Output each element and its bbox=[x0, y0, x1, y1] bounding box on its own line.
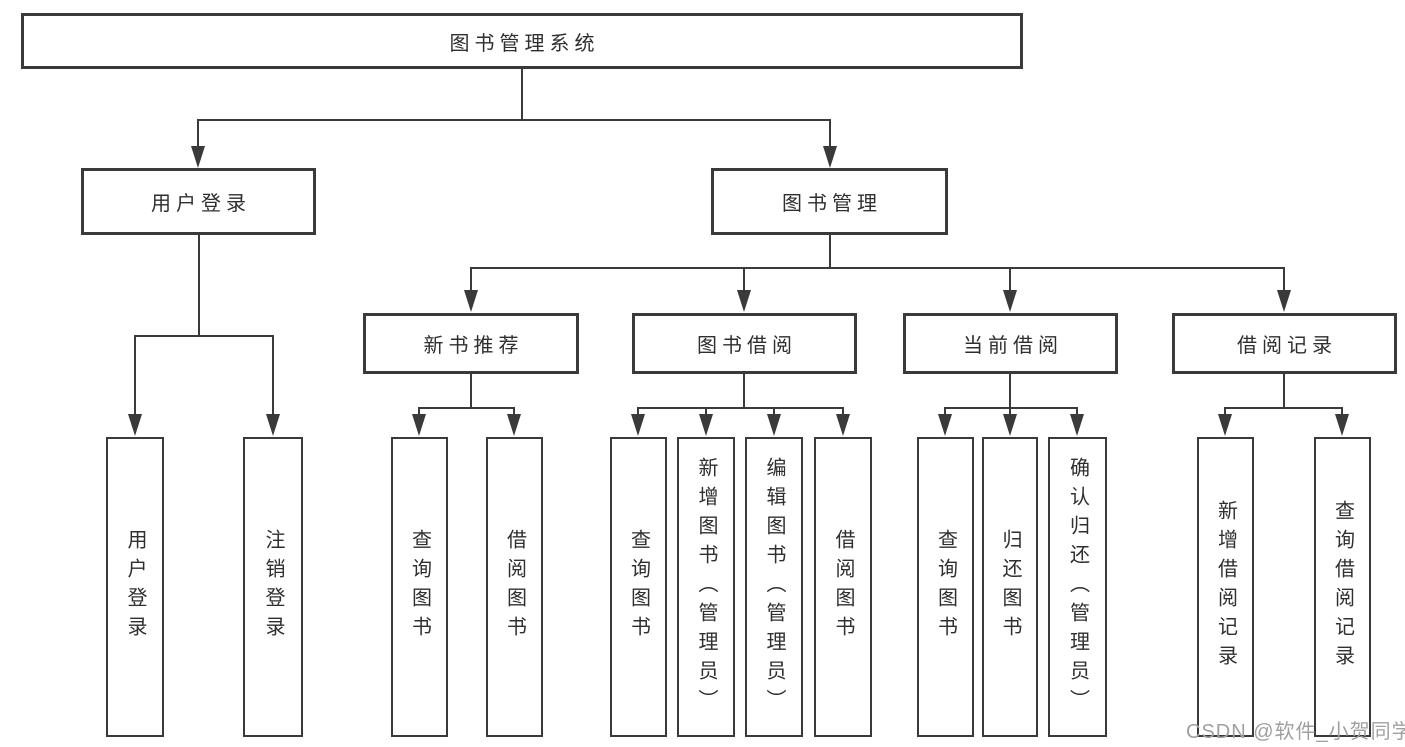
node-leaf-borrow-books: 借阅图书 bbox=[814, 437, 872, 737]
connector-line bbox=[418, 407, 515, 409]
node-label: 图书管理系统 bbox=[449, 32, 600, 55]
arrow-down-icon bbox=[507, 407, 521, 436]
node-label: 查询图书 bbox=[934, 529, 957, 645]
arrow-down-icon bbox=[128, 335, 142, 436]
node-book-management: 图书管理 bbox=[711, 168, 948, 235]
connector-line bbox=[743, 374, 745, 409]
node-user-login: 用户登录 bbox=[81, 168, 316, 235]
node-label: 借阅图书 bbox=[503, 529, 526, 645]
node-label: 用户登录 bbox=[124, 529, 146, 645]
node-leaf-add-borrow-record: 新增借阅记录 bbox=[1197, 437, 1254, 737]
node-label: 查询借阅记录 bbox=[1331, 500, 1354, 674]
arrow-down-icon bbox=[737, 267, 751, 312]
arrow-down-icon bbox=[938, 407, 952, 436]
node-label: 新增借阅记录 bbox=[1214, 500, 1237, 674]
arrow-down-icon bbox=[631, 407, 645, 436]
arrow-down-icon bbox=[1277, 267, 1291, 312]
node-label: 确认归还（管理员） bbox=[1066, 456, 1089, 718]
arrow-down-icon bbox=[1218, 407, 1232, 436]
arrow-down-icon bbox=[1003, 407, 1017, 436]
node-leaf-confirm-return-admin: 确认归还（管理员） bbox=[1048, 437, 1107, 737]
node-label: 编辑图书（管理员） bbox=[763, 456, 785, 718]
node-label: 查询图书 bbox=[627, 529, 650, 645]
connector-line bbox=[1009, 374, 1011, 409]
node-label: 用户登录 bbox=[151, 193, 251, 215]
node-label: 图书管理 bbox=[782, 193, 882, 215]
arrow-down-icon bbox=[266, 335, 280, 436]
connector-line bbox=[521, 69, 523, 120]
arrow-down-icon bbox=[1070, 407, 1084, 436]
node-leaf-user-login: 用户登录 bbox=[106, 437, 164, 737]
arrow-down-icon bbox=[836, 407, 850, 436]
node-leaf-query-books-current: 查询图书 bbox=[917, 437, 974, 737]
node-leaf-return-books: 归还图书 bbox=[982, 437, 1038, 737]
node-library-management-system: 图书管理系统 bbox=[21, 13, 1023, 69]
node-book-borrowing: 图书借阅 bbox=[632, 313, 857, 374]
csdn-watermark: CSDN @软件_小贺同学 bbox=[1186, 721, 1405, 743]
node-label: 查询图书 bbox=[408, 529, 431, 645]
node-leaf-logout: 注销登录 bbox=[243, 437, 303, 737]
arrow-down-icon bbox=[767, 407, 781, 436]
node-label: 注销登录 bbox=[262, 529, 284, 645]
connector-line bbox=[198, 235, 200, 337]
node-leaf-query-books-borrowing: 查询图书 bbox=[610, 437, 667, 737]
node-label: 借阅图书 bbox=[832, 529, 854, 645]
node-label: 归还图书 bbox=[999, 529, 1021, 645]
node-label: 新书推荐 bbox=[423, 335, 524, 357]
node-leaf-edit-books-admin: 编辑图书（管理员） bbox=[745, 437, 803, 737]
arrow-down-icon bbox=[1003, 267, 1017, 312]
node-label: 新增图书（管理员） bbox=[695, 456, 717, 718]
connector-line bbox=[637, 407, 843, 409]
arrow-down-icon bbox=[699, 407, 713, 436]
node-leaf-query-borrow-record: 查询借阅记录 bbox=[1314, 437, 1371, 737]
arrow-down-icon bbox=[191, 119, 205, 168]
arrow-down-icon bbox=[464, 267, 478, 312]
node-leaf-query-books-recommend: 查询图书 bbox=[391, 437, 448, 737]
connector-line bbox=[470, 267, 1285, 269]
node-borrow-records: 借阅记录 bbox=[1172, 313, 1397, 374]
node-current-borrowing: 当前借阅 bbox=[903, 313, 1118, 374]
node-label: 图书借阅 bbox=[697, 335, 797, 357]
connector-line bbox=[1283, 374, 1285, 409]
node-label: 借阅记录 bbox=[1237, 335, 1337, 357]
connector-line bbox=[1224, 407, 1343, 409]
arrow-down-icon bbox=[412, 407, 426, 436]
node-leaf-borrow-books-recommend: 借阅图书 bbox=[486, 437, 543, 737]
arrow-down-icon bbox=[1335, 407, 1349, 436]
arrow-down-icon bbox=[823, 119, 837, 168]
connector-line bbox=[829, 235, 831, 269]
node-label: 当前借阅 bbox=[963, 335, 1063, 357]
node-leaf-add-books-admin: 新增图书（管理员） bbox=[677, 437, 735, 737]
connector-line bbox=[197, 119, 831, 121]
connector-line bbox=[470, 374, 472, 409]
node-new-book-recommend: 新书推荐 bbox=[363, 313, 579, 374]
connector-line bbox=[134, 335, 274, 337]
